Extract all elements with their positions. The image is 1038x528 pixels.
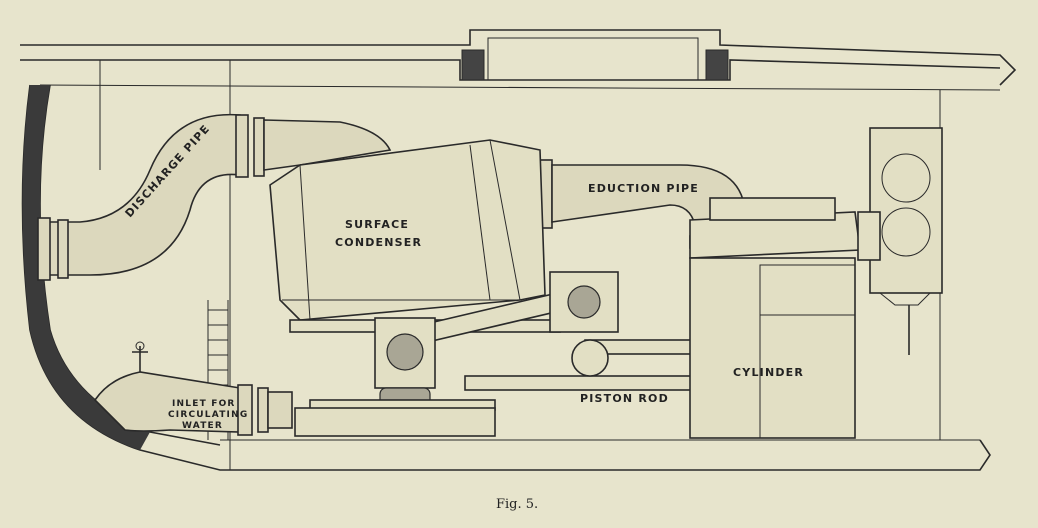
hull-structure <box>20 29 1017 471</box>
discharge-flange-inner <box>57 219 69 279</box>
discharge-flange-outer <box>37 217 51 281</box>
inlet-pipe <box>93 341 293 436</box>
inlet-label-3: WATER <box>182 421 223 431</box>
eduction-pipe-label: EDUCTION PIPE <box>588 182 699 195</box>
valve-chest <box>857 127 943 355</box>
deck-beam-left <box>461 49 485 81</box>
deck-beam-right <box>705 49 729 81</box>
surface-condenser-label-1: SURFACE <box>345 218 409 231</box>
piston-rod-label: PISTON ROD <box>580 392 669 405</box>
connecting-rod-assembly <box>294 271 619 437</box>
cylinder <box>689 197 861 439</box>
hatch-opening <box>487 37 699 81</box>
piston-rod <box>464 339 696 391</box>
discharge-flange-top <box>235 114 249 178</box>
cylinder-label: CYLINDER <box>733 366 804 379</box>
discharge-pipe <box>37 113 392 281</box>
surface-condenser-label-2: CONDENSER <box>335 236 422 249</box>
inlet-label-2: CIRCULATING <box>168 410 248 420</box>
inlet-label-1: INLET FOR <box>172 399 236 409</box>
figure-caption: Fig. 5. <box>496 497 538 512</box>
